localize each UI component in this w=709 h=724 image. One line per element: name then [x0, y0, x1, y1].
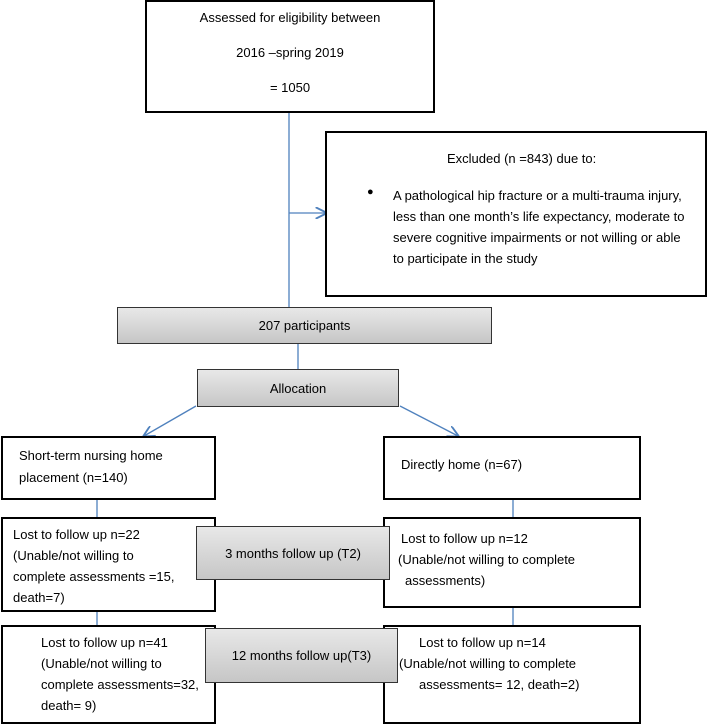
t3-label: 12 months follow up(T3) — [231, 648, 372, 663]
t3-follow-up-box: 12 months follow up(T3) — [205, 628, 398, 683]
short-term-box: Short-term nursing home placement (n=140… — [1, 436, 216, 500]
eligibility-line-1: Assessed for eligibility between — [199, 10, 381, 25]
lost-line: death= 9) — [41, 698, 97, 713]
lost-line: Lost to follow up n=14 — [419, 635, 546, 650]
lost-line: complete assessments=32, — [41, 677, 199, 692]
lost-line: assessments= 12, death=2) — [419, 677, 580, 692]
lost-line: (Unable/not willing to complete — [399, 656, 577, 671]
directly-home-label: Directly home (n=67) — [401, 457, 523, 472]
allocation-box: Allocation — [197, 369, 399, 407]
lost-line: Lost to follow up n=41 — [41, 635, 168, 650]
excluded-reason-line: severe cognitive impairments or not will… — [393, 230, 681, 245]
eligibility-line-3: = 1050 — [269, 80, 311, 95]
excluded-box: Excluded (n =843) due to: ● A pathologic… — [325, 131, 707, 297]
lost-line: (Unable/not willing to — [13, 548, 134, 563]
lost-line: Lost to follow up n=22 — [13, 527, 140, 542]
lost-left-t3-box: Lost to follow up n=41 (Unable/not willi… — [1, 625, 216, 724]
arrow-to-short-term — [144, 405, 197, 436]
excluded-title: Excluded (n =843) due to: — [447, 151, 597, 166]
participants-box: 207 participants — [117, 307, 492, 344]
short-term-line-2: placement (n=140) — [19, 470, 128, 485]
lost-line: (Unable/not willing to — [41, 656, 162, 671]
directly-home-box: Directly home (n=67) — [383, 436, 641, 500]
lost-left-t2-box: Lost to follow up n=22 (Unable/not willi… — [1, 517, 216, 612]
t2-label: 3 months follow up (T2) — [225, 545, 361, 561]
excluded-reason-line: A pathological hip fracture or a multi-t… — [393, 188, 682, 203]
eligibility-line-2: 2016 –spring 2019 — [236, 45, 344, 60]
short-term-line-1: Short-term nursing home — [19, 448, 163, 463]
lost-right-t2-box: Lost to follow up n=12 (Unable/not willi… — [383, 517, 641, 608]
participants-label: 207 participants — [258, 318, 351, 333]
excluded-reason-line: to participate in the study — [393, 251, 538, 266]
lost-line: assessments) — [405, 573, 486, 588]
lost-line: death=7) — [13, 590, 65, 605]
lost-line: Lost to follow up n=12 — [401, 531, 528, 546]
bullet-icon: ● — [367, 186, 374, 198]
eligibility-box: Assessed for eligibility between 2016 –s… — [145, 0, 435, 113]
excluded-reason-line: less than one month’s life expectancy, m… — [393, 209, 685, 224]
lost-right-t3-box: Lost to follow up n=14 (Unable/not willi… — [383, 625, 641, 724]
excluded-reasons: A pathological hip fracture or a multi-t… — [393, 185, 684, 269]
t2-follow-up-box: 3 months follow up (T2) — [196, 526, 390, 580]
lost-line: complete assessments =15, — [13, 569, 175, 584]
arrow-to-directly-home — [399, 405, 458, 436]
allocation-label: Allocation — [269, 380, 327, 396]
lost-line: (Unable/not willing to complete — [398, 552, 576, 567]
